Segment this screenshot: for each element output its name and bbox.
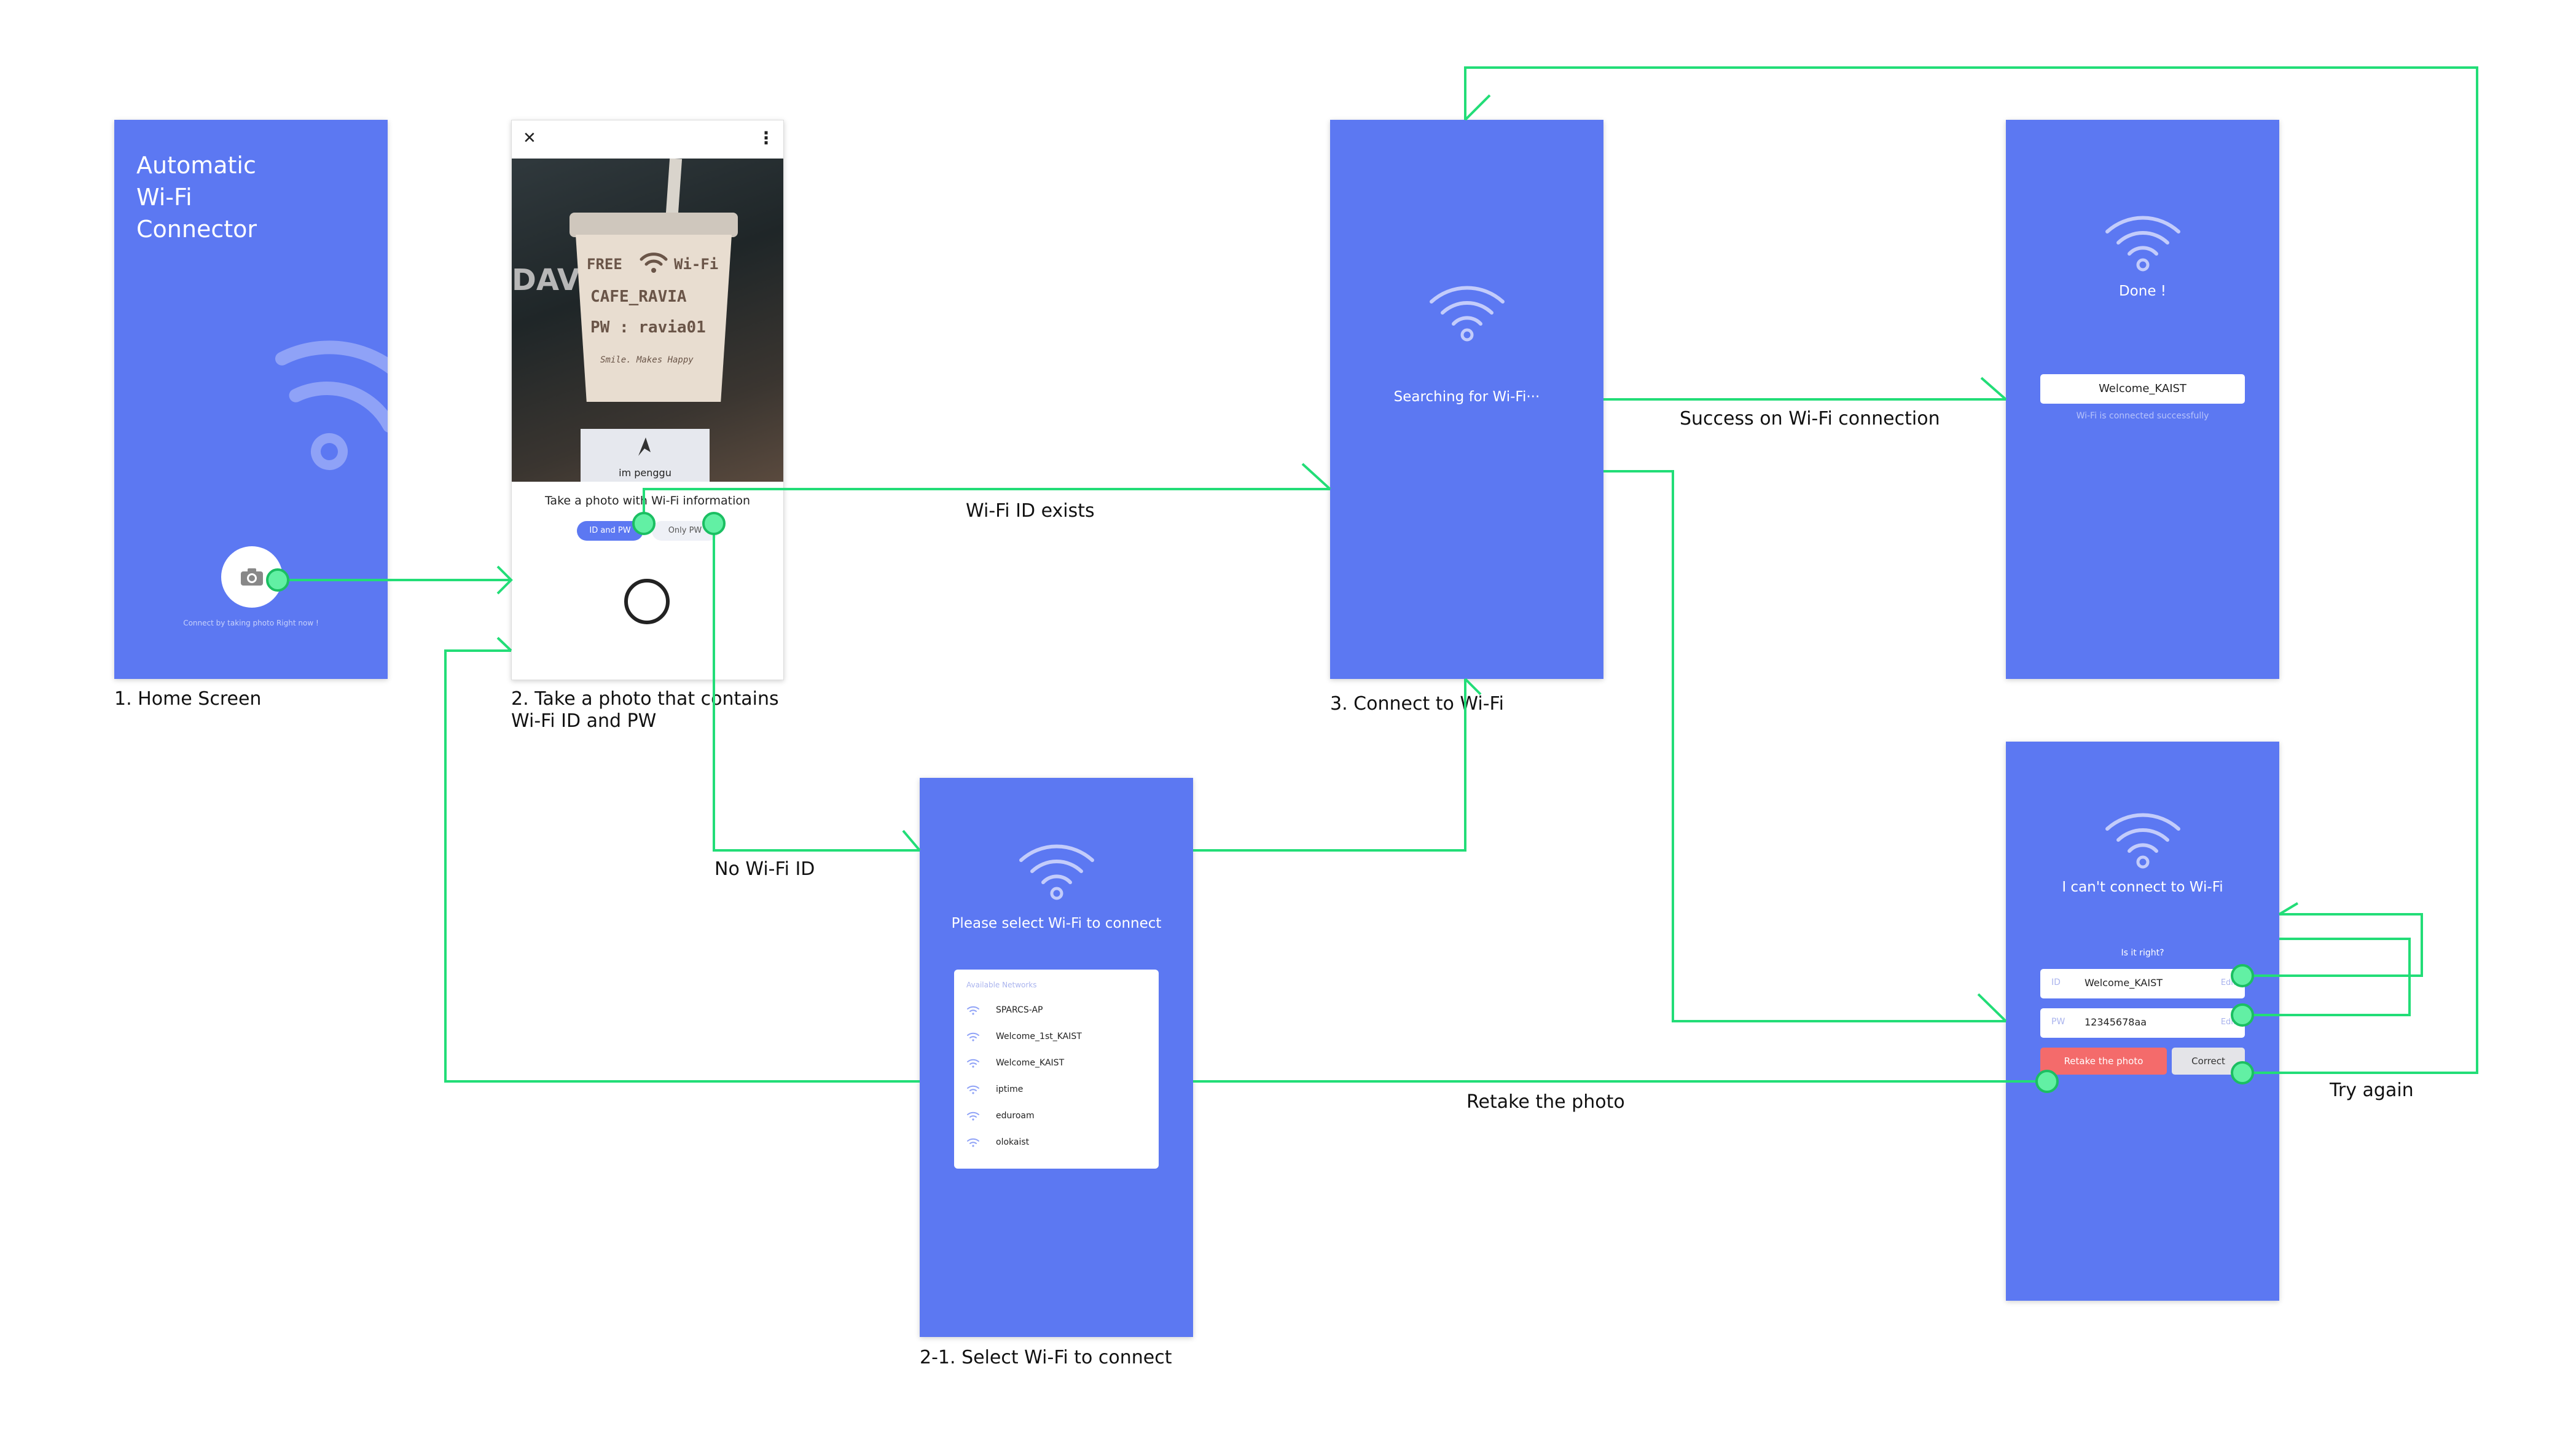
id-label: ID	[2051, 978, 2061, 987]
photo-cup-sign: FREE Wi-Fi CAFE_RAVIA PW : ravia01 Smile…	[576, 235, 732, 402]
flow-label-success: Success on Wi-Fi connection	[1680, 408, 1940, 429]
mode-id-pw-button[interactable]: ID and PW	[577, 521, 643, 541]
camera-instruction: Take a photo with Wi-Fi information	[544, 494, 751, 508]
network-list-item[interactable]: Welcome_KAIST	[966, 1056, 1145, 1074]
done-network-field: Welcome_KAIST	[2040, 374, 2245, 404]
network-list-header: Available Networks	[966, 981, 1037, 989]
more-menu-icon[interactable]: ⋮	[758, 128, 775, 148]
connect-caption: 3. Connect to Wi-Fi	[1330, 693, 1504, 715]
pw-edit-link[interactable]: Edit	[2220, 1017, 2236, 1027]
fail-title: I can't connect to Wi-Fi	[2062, 879, 2223, 895]
camera-screen: ✕ ⋮ DAV FREE Wi-Fi CAFE_RAVIA PW : ravia…	[511, 120, 784, 680]
retake-photo-button[interactable]: Retake the photo	[2040, 1048, 2167, 1075]
camera-icon	[241, 568, 263, 586]
wifi-small-icon	[967, 1085, 979, 1094]
fail-screen: I can't connect to Wi-Fi Is it right? ID…	[2006, 742, 2279, 1301]
photo-cup-lid	[570, 213, 738, 237]
pw-value: 12345678aa	[2085, 1016, 2147, 1028]
id-edit-link[interactable]: Edit	[2220, 978, 2236, 987]
network-list-item[interactable]: Welcome_1st_KAIST	[966, 1029, 1145, 1048]
select-title: Please select Wi-Fi to connect	[951, 915, 1162, 931]
network-list-item[interactable]: SPARCS-AP	[966, 1003, 1145, 1021]
done-screen: Done ! Welcome_KAIST Wi-Fi is connected …	[2006, 120, 2279, 679]
home-caption: 1. Home Screen	[114, 688, 262, 710]
flow-label-id-exists: Wi-Fi ID exists	[966, 500, 1095, 522]
network-list-item[interactable]: eduroam	[966, 1108, 1145, 1127]
connect-screen: Searching for Wi-Fi···	[1330, 120, 1603, 679]
photo-logo-card: im penggu	[581, 429, 710, 482]
flow-label-retake: Retake the photo	[1466, 1091, 1625, 1113]
network-list: Available Networks SPARCS-AP Welcome_1st…	[954, 970, 1159, 1169]
close-icon[interactable]: ✕	[523, 129, 536, 147]
photo-straw	[665, 159, 683, 214]
done-title: Done !	[2118, 283, 2167, 299]
flow-label-no-id: No Wi-Fi ID	[714, 858, 815, 880]
connect-status: Searching for Wi-Fi···	[1393, 389, 1540, 405]
photo-logo-icon	[638, 437, 651, 456]
wifi-small-icon	[967, 1059, 979, 1068]
camera-caption: 2. Take a photo that contains Wi-Fi ID a…	[511, 688, 779, 732]
network-list-item[interactable]: olokaist	[966, 1135, 1145, 1153]
wifi-icon	[2105, 216, 2180, 272]
shutter-button[interactable]	[624, 579, 670, 624]
wifi-icon	[1019, 844, 1094, 900]
id-value: Welcome_KAIST	[2085, 977, 2163, 989]
camera-photo: DAV FREE Wi-Fi CAFE_RAVIA PW : ravia01 S…	[512, 159, 783, 482]
photo-backdrop-text: DAV	[512, 263, 580, 297]
wifi-small-icon	[967, 1006, 979, 1015]
photo-wifi-icon	[640, 253, 668, 273]
select-caption: 2-1. Select Wi-Fi to connect	[920, 1347, 1172, 1368]
flow-label-try-again: Try again	[2330, 1080, 2414, 1101]
done-message: Wi-Fi is connected successfully	[2076, 411, 2209, 421]
wifi-small-icon	[967, 1111, 979, 1121]
home-hint: Connect by taking photo Right now !	[183, 619, 319, 627]
camera-button[interactable]	[221, 546, 283, 608]
home-screen: Automatic Wi-Fi Connector Connect by tak…	[114, 120, 388, 679]
wifi-small-icon	[967, 1138, 979, 1147]
select-screen: Please select Wi-Fi to connect Available…	[920, 778, 1193, 1337]
wifi-small-icon	[967, 1032, 979, 1041]
connector-fail	[1603, 470, 2007, 1022]
app-title: Automatic Wi-Fi Connector	[136, 152, 257, 243]
correct-button[interactable]: Correct	[2172, 1048, 2245, 1075]
pw-label: PW	[2051, 1017, 2065, 1027]
mode-only-pw-button[interactable]: Only PW	[652, 521, 718, 541]
pw-field[interactable]: PW 12345678aa Edit	[2040, 1008, 2245, 1038]
camera-topbar: ✕ ⋮	[512, 120, 783, 159]
wifi-icon	[2105, 813, 2180, 869]
connector-success	[1603, 377, 2007, 401]
connector-try-again	[1464, 66, 2478, 1074]
network-list-item[interactable]: iptime	[966, 1082, 1145, 1100]
fail-question: Is it right?	[2121, 948, 2164, 958]
wifi-large-icon	[275, 340, 388, 470]
id-field[interactable]: ID Welcome_KAIST Edit	[2040, 969, 2245, 998]
wifi-icon	[1430, 286, 1505, 342]
